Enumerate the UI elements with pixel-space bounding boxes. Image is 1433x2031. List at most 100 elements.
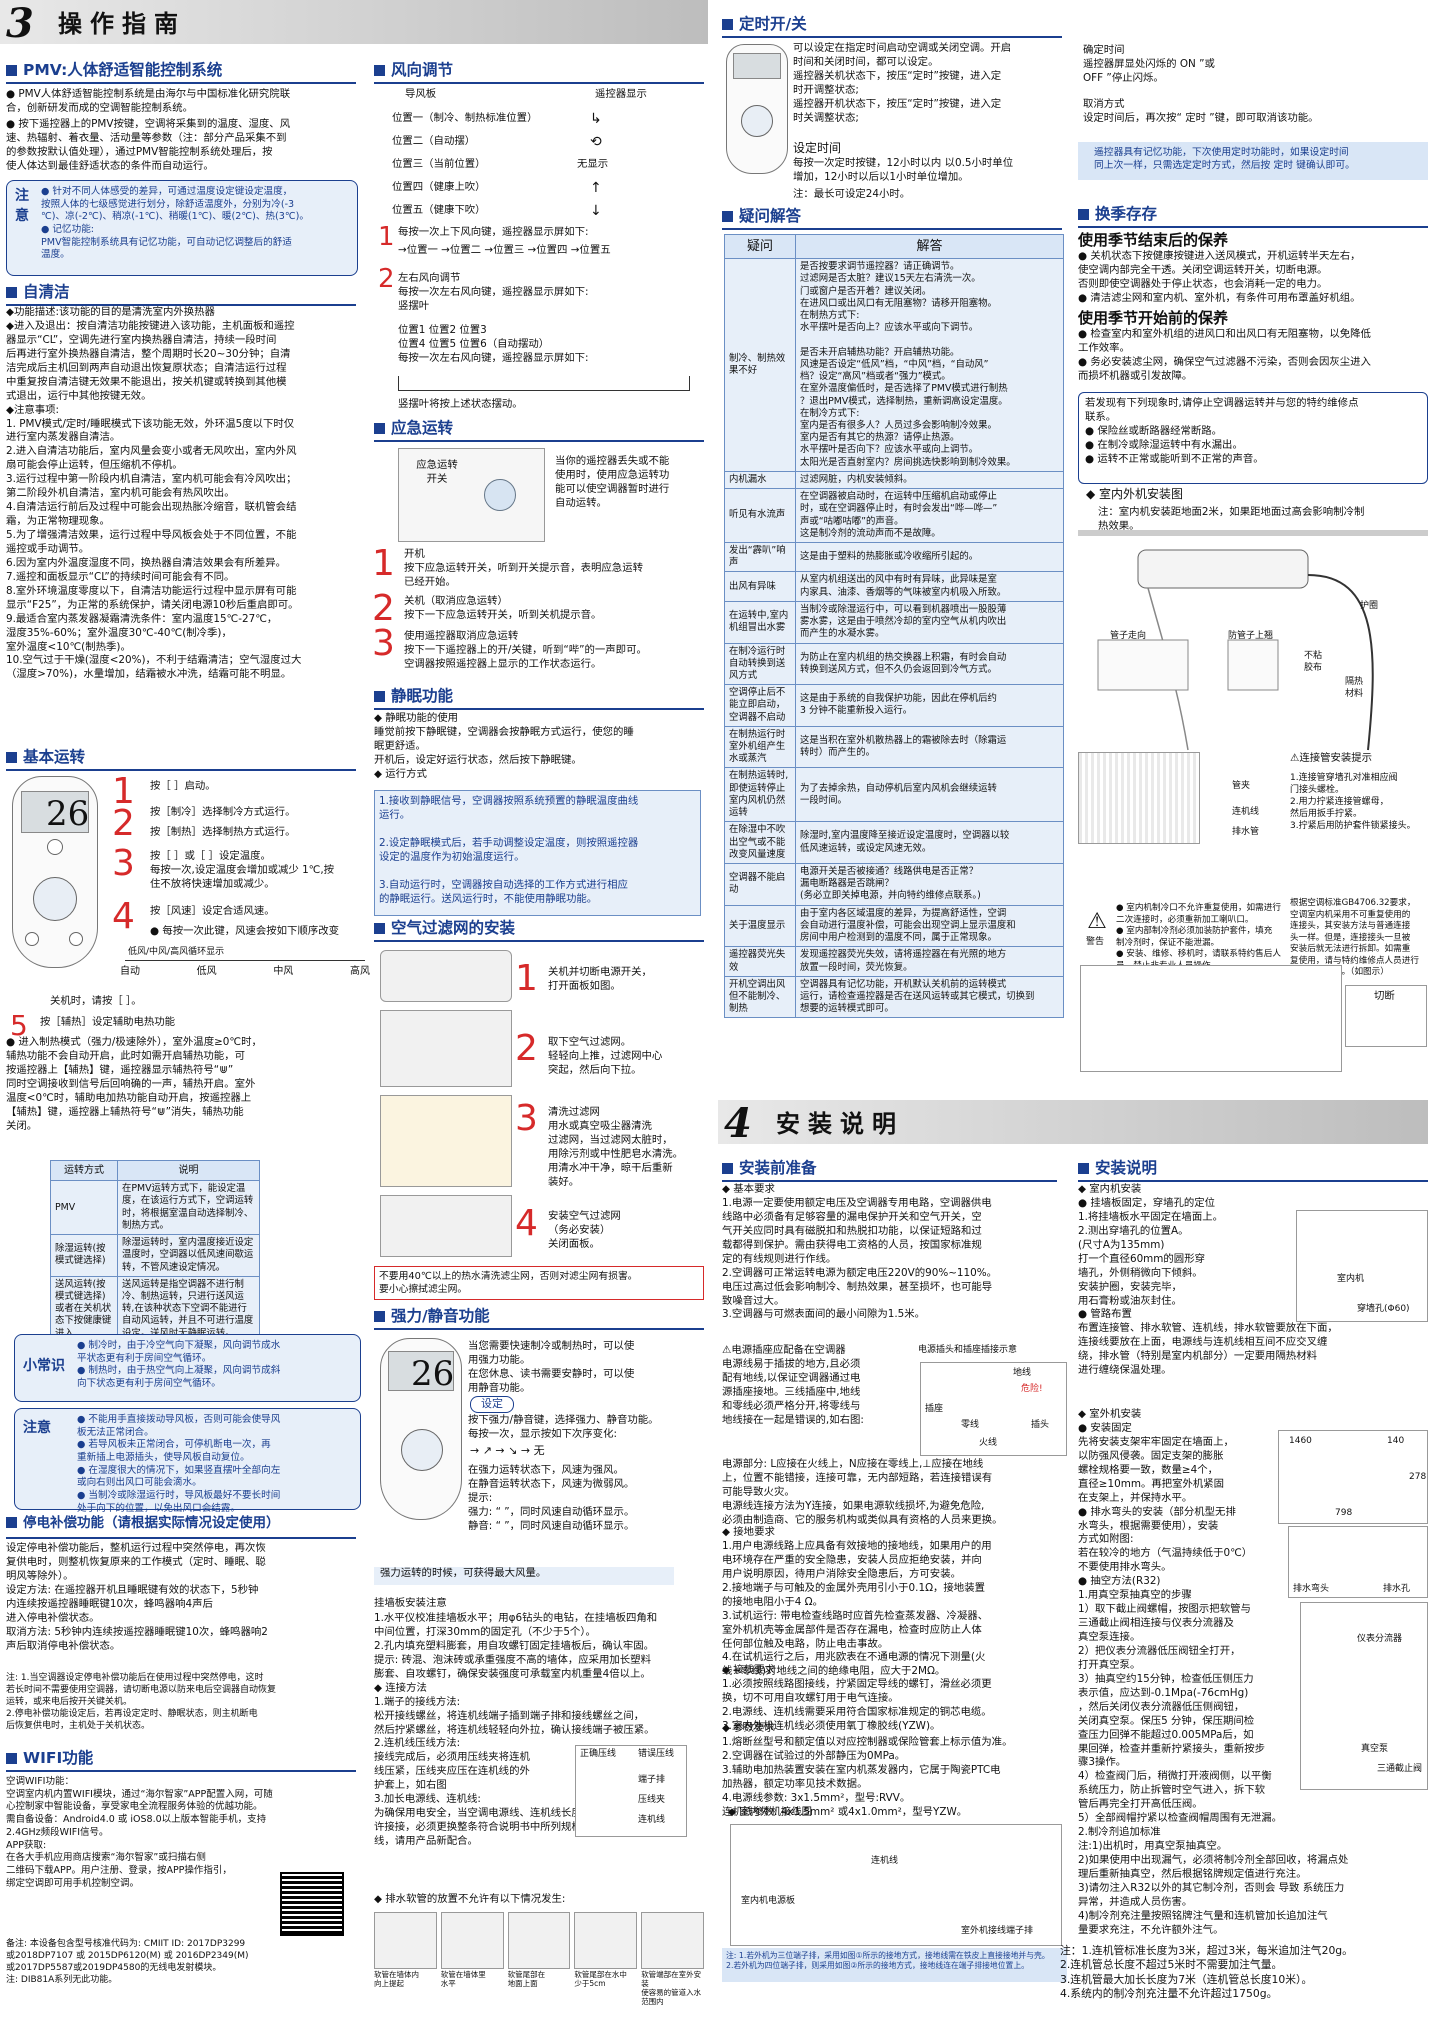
remote-control-illustration: 26 bbox=[380, 1338, 462, 1520]
speed-sequence bbox=[125, 960, 365, 963]
warning-label: 警告 bbox=[1086, 937, 1105, 947]
pipe-label: 防管子上翘 bbox=[1228, 631, 1274, 641]
wind-pos-4: 位置四（健康上吹） bbox=[392, 181, 486, 193]
section-basic: 基本运转 bbox=[6, 747, 356, 771]
table-header-row: 疑问解答 bbox=[724, 233, 1064, 260]
plug-text: ⚠电源插座应配备在空调器 电源线易于插拔的地方,且必须 配有地线,以保证空调器通… bbox=[722, 1344, 864, 1426]
drain-case-4 bbox=[574, 1912, 638, 1969]
strong-note: 强力运转的时候，可获得最大风量。 bbox=[374, 1567, 674, 1585]
timer-text: 可以设定在指定时间启动空调或关闭空调。开启 时间和关闭时间，都可以设定。 遥控器… bbox=[793, 42, 1012, 124]
drain-case-3 bbox=[507, 1912, 571, 1969]
power-fail-note: 注: 1.当空调器设定停电补偿功能后在使用过程中突然停电，这时 若长时间不需要使… bbox=[6, 1673, 277, 1732]
section-marker bbox=[1078, 209, 1089, 220]
pmv-note-box: 注意 ● 针对不同人体感受的差异，可通过温度设定键设定温度， 按照人体的七级感觉… bbox=[6, 180, 358, 276]
pipe-label: 排水管 bbox=[1232, 827, 1260, 837]
basic-step-2b: 按［制热］选择制热方式运行。 bbox=[150, 826, 296, 838]
faq-question: 在除湿中不吹出空气或不能改变风量速度 bbox=[724, 821, 796, 864]
table-row: 除湿运转(按模式键选择)除湿运转时，室内温度接近设定温度时，空调器以低风速间歇运… bbox=[50, 1234, 260, 1277]
warning-box: 注意 ● 不能用手直接拨动导风板，否则可能会使导风 板无法正常闭合。 ● 若导风… bbox=[14, 1408, 361, 1514]
chapter-header-4: 4 安装说明 bbox=[718, 1100, 1428, 1147]
table-row: 在除湿中不吹出空气或不能改变风量速度除湿时,室内温度降至接近设定温度时，空调器以… bbox=[724, 821, 1064, 864]
strong-set-label: 设定 bbox=[470, 1396, 514, 1413]
drain-elbow-diagram: 排水弯头 排水孔 bbox=[1288, 1526, 1428, 1598]
drain-label: 软管在墙体内 向上提起 bbox=[374, 1970, 419, 1988]
indoor-unit bbox=[1137, 549, 1309, 589]
faq-answer: 除湿时,室内温度降至接近设定温度时，空调器以较 低风速运转，或设定风速无效。 bbox=[795, 821, 1064, 864]
season-text-2: ● 检查室内和室外机组的进风口和出风口有无阻塞物，以免降低 工作效率。 ● 务必… bbox=[1078, 328, 1371, 382]
connect-text: 1.连接管穿墙孔对准相应阀 门接头螺栓。 2.用力拧紧连接管螺母， 然后用扳手拧… bbox=[1290, 773, 1416, 832]
connection-pipe bbox=[1307, 574, 1374, 751]
faq-question: 听见有水流声 bbox=[724, 488, 796, 543]
faq-question: 在制热运行时室外机组产生水或蒸汽 bbox=[724, 725, 796, 769]
speed-legend: 低风/中风/高风循环显示 bbox=[128, 947, 225, 957]
section-title: WIFI功能 bbox=[23, 1749, 94, 1767]
step-number-4: 4 bbox=[112, 896, 135, 937]
table-row: 空调器不能启动电源开关是否被接通？线路供电是否正常？ 漏电断路器是否跳闸？ (务… bbox=[724, 863, 1064, 906]
faq-answer: 过滤网脏，内机安装倾斜。 bbox=[795, 470, 1064, 490]
strong-sequence: → ↗ → ↘ → 无 bbox=[470, 1444, 545, 1457]
section-marker bbox=[374, 1311, 385, 1322]
table-row: 遥控器荧光失效发现遥控器荧光失效，请将遥控器在有光照的地方 放置一段时间，荧光恢… bbox=[724, 946, 1064, 977]
faq-question: 内机漏水 bbox=[724, 470, 796, 490]
filter-step-1-illustration bbox=[380, 950, 512, 1002]
basic-step-4: 按［风速］设定合适风速。 bbox=[150, 905, 275, 917]
faq-answer: 为防止在室内机组的热交换器上积霜，有时会自动 转换到送风方式，但不久仍会返回到冷… bbox=[795, 642, 1064, 686]
dim-label: 798 bbox=[1335, 1508, 1353, 1518]
quiet-icon: ↘ bbox=[508, 1444, 518, 1457]
note-text: ● 不能用手直接拨动导风板，否则可能会使导风 板无法正常闭合。 ● 若导风板未正… bbox=[77, 1414, 281, 1514]
timer-max: 注：最长可设定24小时。 bbox=[793, 188, 911, 200]
remote-control-illustration bbox=[726, 44, 788, 174]
table-row: 关于温度显示由于室内各区域温度的差异，为提高舒适性，空调 会自动进行温度补偿，可… bbox=[724, 904, 1064, 948]
remote-bottom-button bbox=[25, 932, 39, 946]
plug-diagram: 插座 地线 零线 火线 插头 危险! bbox=[920, 1362, 1067, 1456]
pipe-label: 隔热 材料 bbox=[1345, 677, 1364, 700]
faq-question: 开机空调出风但不能制冷、制热 bbox=[724, 975, 796, 1019]
wiring-note-box: 注: 1.若外机为三位端子排，采用如图①所示的接地方式，接地线需在铁皮上直接接地… bbox=[722, 1948, 1067, 1982]
section-strong: 强力/静音功能 bbox=[374, 1306, 704, 1330]
pipe-label: 不粘 胶布 bbox=[1304, 651, 1323, 674]
drain-tube-title: ◆ 排水软管的放置不允许有以下情况发生: bbox=[374, 1893, 566, 1905]
step-number-1: 1 bbox=[112, 771, 135, 812]
section-title: 空气过滤网的安装 bbox=[391, 919, 516, 937]
installation-diagram bbox=[1078, 530, 1428, 751]
filter-step-1: 关机并切断电源开关， 打开面板如图。 bbox=[548, 966, 652, 992]
section-title: 停电补偿功能（请根据实际情况设定使用） bbox=[23, 1515, 280, 1531]
section-title: 应急运转 bbox=[391, 419, 454, 437]
drain-case-2 bbox=[440, 1912, 504, 1969]
faq-question: 关于温度显示 bbox=[724, 904, 796, 948]
remote-lcd: 26 bbox=[21, 791, 89, 834]
emergency-step-2: 关机（取消应急运转） 按下一下应急运转开关，听到关机提示音。 bbox=[404, 595, 602, 621]
basic-off: 关机时，请按［ ］。 bbox=[50, 995, 142, 1007]
wiring-label: 室外机接线端子排 bbox=[961, 1926, 1034, 1936]
pipe-direction-diagram bbox=[1097, 639, 1279, 691]
basic-step-3: 按［ ］或［ ］设定温度。 每按一次,设定温度会增加或减少 1℃,按 住不放将快… bbox=[150, 850, 335, 890]
strong-text-3: 在强力运转状态下，风速为强风。 在静音运转状态下，风速为微弱风。 提示: 强力:… bbox=[468, 1464, 635, 1532]
timer-memory-text: 遥控器具有记忆功能，下次使用定时功能时，如果设定时间 同上次一样，只需选定定时方… bbox=[1094, 147, 1355, 172]
faq-question: 在制热运转时,即使运转停止室内风机仍然运转 bbox=[724, 767, 796, 823]
wind-step-2-note: 竖摆叶将按上述状态摆动。 bbox=[398, 398, 523, 410]
wiring-note: 注: 1.若外机为三位端子排，采用如图①所示的接地方式，接地线需在铁皮上直接接地… bbox=[726, 1951, 1050, 1971]
connect-title: ⚠连接管安装提示 bbox=[1290, 752, 1373, 764]
wind-pos-1: 位置一（制冷、制热标准位置） bbox=[392, 112, 538, 124]
section-title: 安装前准备 bbox=[739, 1159, 817, 1177]
label-clamp: 压线夹 bbox=[638, 1795, 666, 1805]
ground-text: ◆ 接地要求 1.用户电源线路上应具备有效接地的接地线，如果用户的用 电环境存在… bbox=[722, 1526, 992, 1678]
label-wrong: 错误压线 bbox=[638, 1749, 675, 1759]
drain-label: 软管在墙体里 水平 bbox=[440, 1970, 486, 1988]
strong-text-2: 按下强力/静音键，选择强力、静音功能。 每按一次，显示按如下次序变化: bbox=[468, 1414, 659, 1440]
wind-head-louver: 导风板 bbox=[405, 88, 437, 100]
outdoor-unit-illustration bbox=[1078, 752, 1200, 844]
power-fail-text: 设定停电补偿功能后，整机运行过程中突然停电，再次恢 复供电时，则整机恢复原来的工… bbox=[6, 1542, 268, 1652]
step-number-1: 1 bbox=[372, 543, 395, 584]
wind-step-1-seq: →位置一 →位置二 →位置三 →位置四 →位置五 bbox=[398, 244, 611, 256]
emergency-button[interactable] bbox=[484, 479, 516, 511]
app-qr-code[interactable] bbox=[280, 1872, 344, 1936]
section-title: 静眠功能 bbox=[391, 687, 454, 705]
label-terminal: 端子排 bbox=[638, 1775, 666, 1785]
faq-question: 遥控器荧光失效 bbox=[724, 946, 796, 977]
wind-step-1: 每按一次上下风向键，遥控器显示屏如下: bbox=[398, 226, 589, 238]
remote-lcd bbox=[733, 53, 781, 79]
section-marker bbox=[722, 211, 733, 222]
